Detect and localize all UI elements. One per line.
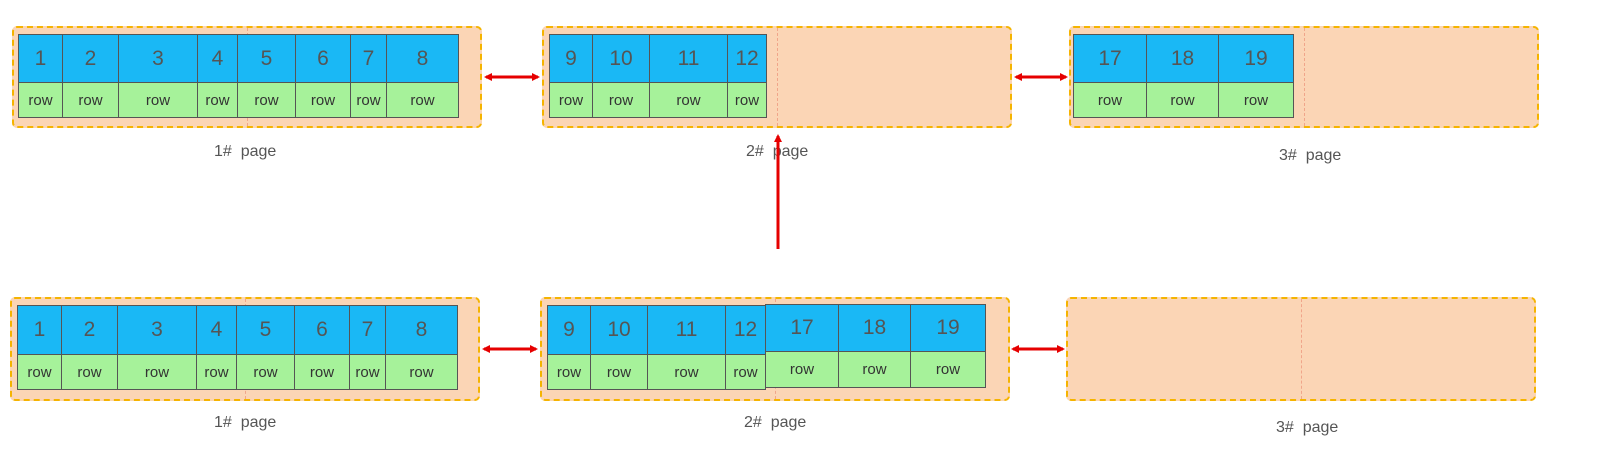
top-p1-row: row [350,82,387,118]
bottom-page-2-label: 2# page [744,414,807,431]
top-page-2-divider [777,28,778,126]
top-p2-key: 12 [727,34,767,83]
bottom-page-3-divider [1301,299,1302,399]
top-p1-row: row [18,82,63,118]
top-p1-row: row [295,82,351,118]
bottom-p1-key: 7 [349,305,386,355]
bottom-p2-key: 18 [838,304,911,352]
bottom-p1-row: row [117,354,197,390]
top-p1-key: 4 [197,34,238,83]
bottom-p2-key: 9 [547,305,591,355]
top-p3-row: row [1146,82,1219,118]
top-p1-row: row [197,82,238,118]
top-p2-row: row [727,82,767,118]
bottom-p2-row: row [647,354,726,390]
bottom-p1-row: row [236,354,295,390]
bottom-p1-key: 6 [294,305,350,355]
top-p1-row: row [62,82,119,118]
top-p2-row: row [549,82,593,118]
bottom-p2-row: row [910,351,986,388]
top-p1-row: row [237,82,296,118]
bottom-p2-key: 19 [910,304,986,352]
top-page-2-label: 2# page [746,143,809,160]
bottom-p1-row: row [349,354,386,390]
top-p1-row: row [386,82,459,118]
top-page-1-label: 1# page [214,143,277,160]
top-p3-key: 18 [1146,34,1219,83]
bottom-p2-key: 11 [647,305,726,355]
bottom-p2-row: row [725,354,766,390]
bottom-page-3-label: 3# page [1276,419,1339,436]
bottom-page-1-label: 1# page [214,414,277,431]
top-p2-key: 11 [649,34,728,83]
bottom-p1-key: 3 [117,305,197,355]
top-page-3-label: 3# page [1279,147,1342,164]
bottom-p2-row: row [590,354,648,390]
top-p3-row: row [1218,82,1294,118]
top-page-3-divider [1304,28,1305,126]
bottom-p1-row: row [196,354,237,390]
top-p1-key: 3 [118,34,198,83]
bottom-p1-row: row [61,354,118,390]
top-p1-row: row [118,82,198,118]
top-p2-key: 10 [592,34,650,83]
bottom-p1-row: row [385,354,458,390]
top-p3-key: 19 [1218,34,1294,83]
top-p1-key: 2 [62,34,119,83]
bottom-p2-key: 17 [765,304,839,352]
bottom-p1-key: 8 [385,305,458,355]
bottom-p1-key: 1 [17,305,62,355]
top-p2-row: row [649,82,728,118]
top-p3-row: row [1073,82,1147,118]
bottom-p2-row: row [765,351,839,388]
